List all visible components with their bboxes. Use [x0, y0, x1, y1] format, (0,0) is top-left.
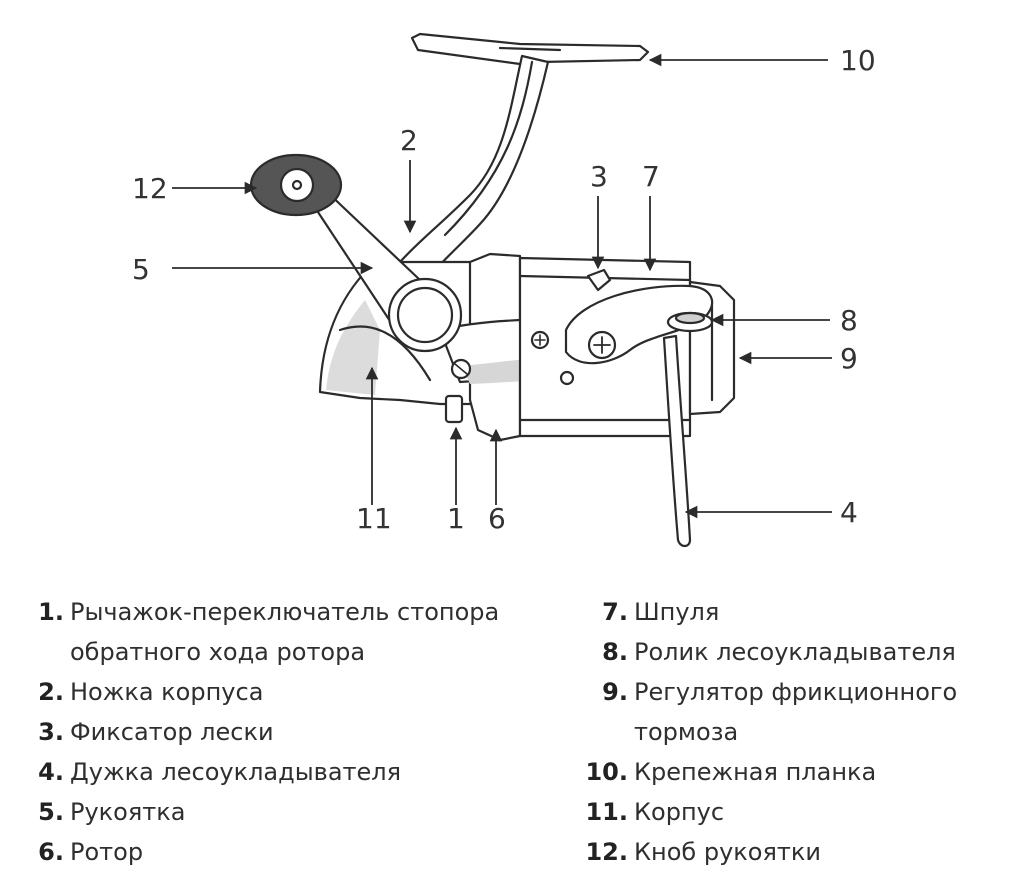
legend-item-1: 1. Рычажок-переключатель стопора обратно… — [30, 592, 550, 672]
screw-b-cross — [593, 336, 611, 354]
screw-c-slot — [454, 363, 468, 375]
legend-text: Регулятор фрикционного тормоза — [628, 672, 957, 752]
legend-num: 6. — [38, 838, 64, 866]
legend-text: Ролик лесоукладывателя — [634, 638, 956, 666]
callout-12: 12 — [132, 172, 168, 205]
callout-numbers: 10 2 12 3 7 5 8 9 11 1 6 4 — [132, 44, 876, 535]
legend-num: 8. — [602, 638, 628, 666]
legend-num: 10. — [585, 758, 628, 786]
legend-num: 9. — [602, 678, 628, 706]
callout-4: 4 — [840, 496, 858, 529]
callout-11: 11 — [356, 502, 392, 535]
legend-item-5: 5. Рукоятка — [30, 792, 550, 832]
legend-right: 7. Шпуля 8. Ролик лесоукладывателя 9. Ре… — [574, 592, 1004, 872]
legend-text: Крепежная планка — [634, 758, 877, 786]
callout-5: 5 — [132, 253, 150, 286]
legend-text: Дужка лесоукладывателя — [70, 758, 402, 786]
legend-text: Рычажок-переключатель стопора обратного … — [64, 592, 499, 672]
callout-8: 8 — [840, 304, 858, 337]
legend-line: Рычажок-переключатель стопора — [70, 598, 500, 626]
legend-num: 1. — [38, 598, 64, 626]
legend-line: обратного хода ротора — [70, 638, 366, 666]
spinning-reel-diagram: 10 2 12 3 7 5 8 9 11 1 6 4 — [132, 32, 876, 548]
reel-stem-inner — [443, 60, 534, 237]
legend-item-9: 9. Регулятор фрикционного тормоза — [574, 672, 1004, 752]
legend-text: Ротор — [70, 838, 144, 866]
callout-10: 10 — [840, 44, 876, 77]
legend-num: 4. — [38, 758, 64, 786]
legend-item-2: 2. Ножка корпуса — [30, 672, 550, 712]
legend-item-10: 10. Крепежная планка — [574, 752, 1004, 792]
legend-item-4: 4. Дужка лесоукладывателя — [30, 752, 550, 792]
legend-text: Фиксатор лески — [70, 718, 274, 746]
legend-text: Кноб рукоятки — [634, 838, 821, 866]
legend-text: Рукоятка — [70, 798, 186, 826]
legend-item-12: 12. Кноб рукоятки — [574, 832, 1004, 872]
reel-line-roller-inner — [674, 311, 706, 325]
reel-handle-hub-inner — [396, 286, 454, 344]
legend-text: Шпуля — [634, 598, 720, 626]
reel-handle-knob-dot — [291, 179, 303, 191]
reel-body-line — [338, 325, 432, 382]
legend-line: тормоза — [634, 718, 739, 746]
legend-item-11: 11. Корпус — [574, 792, 1004, 832]
legend-item-7: 7. Шпуля — [574, 592, 1004, 632]
legend-left: 1. Рычажок-переключатель стопора обратно… — [30, 592, 550, 872]
callout-2: 2 — [400, 124, 418, 157]
callout-lines — [172, 53, 832, 519]
legend-num: 3. — [38, 718, 64, 746]
legend-item-3: 3. Фиксатор лески — [30, 712, 550, 752]
legend-text: Корпус — [634, 798, 725, 826]
reel-line-clip — [586, 268, 612, 292]
legend-num: 5. — [38, 798, 64, 826]
legend-num: 11. — [585, 798, 628, 826]
legend-text: Ножка корпуса — [70, 678, 264, 706]
reel-antireverse-lever — [444, 394, 464, 424]
legend-num: 2. — [38, 678, 64, 706]
legend-num: 12. — [585, 838, 628, 866]
screw-a-cross — [534, 334, 546, 346]
legend-item-8: 8. Ролик лесоукладывателя — [574, 632, 1004, 672]
screw-d — [559, 370, 575, 386]
callout-3: 3 — [590, 160, 608, 193]
reel-foot-detail — [498, 46, 562, 52]
callout-7: 7 — [642, 160, 660, 193]
legend-item-6: 6. Ротор — [30, 832, 550, 872]
reel-drawing — [249, 32, 736, 548]
reel-bail-wire — [662, 334, 692, 548]
callout-9: 9 — [840, 342, 858, 375]
legend-num: 7. — [602, 598, 628, 626]
legend-line: Регулятор фрикционного — [634, 678, 958, 706]
callout-6: 6 — [488, 502, 506, 535]
callout-1: 1 — [447, 502, 465, 535]
